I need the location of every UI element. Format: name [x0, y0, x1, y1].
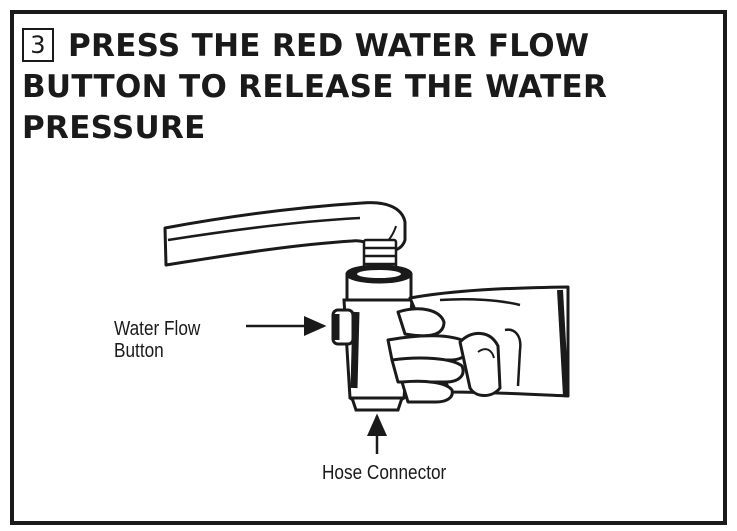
hose-connector-label: Hose Connector	[322, 462, 447, 484]
water-flow-label-line-2: Button	[114, 340, 164, 362]
aerator-threads	[362, 238, 398, 274]
water-flow-button	[331, 308, 355, 346]
water-flow-label-line-1: Water Flow	[114, 318, 201, 340]
heading-line-3: PRESSURE	[22, 110, 206, 146]
hose-connector	[349, 396, 405, 412]
step-number-badge: 3	[22, 28, 54, 62]
heading-line-2: BUTTON TO RELEASE THE WATER	[22, 69, 608, 105]
step-heading: 3 PRESS THE RED WATER FLOW BUTTON TO RELE…	[22, 26, 662, 149]
hand-illustration	[386, 285, 570, 404]
heading-line-1: PRESS THE RED WATER FLOW	[68, 28, 590, 64]
